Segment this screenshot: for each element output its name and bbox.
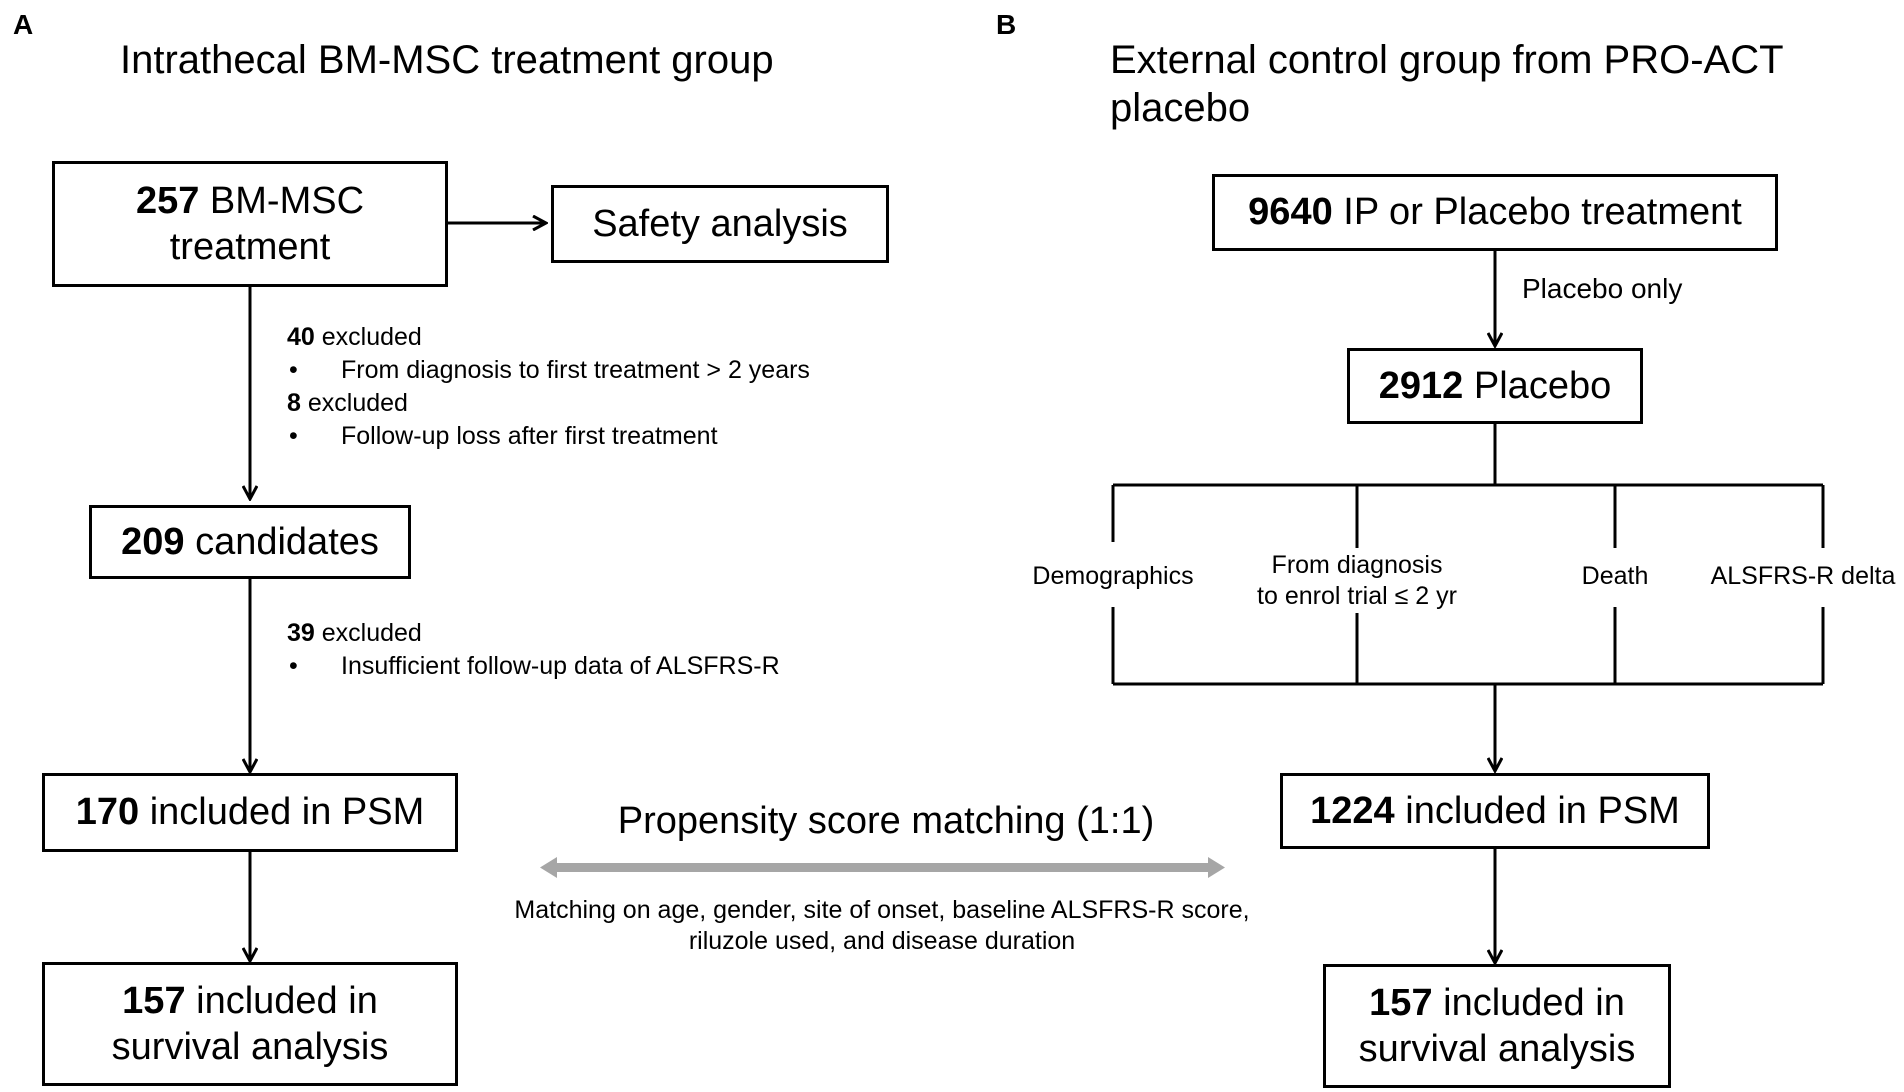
box-survival-a: 157 included in survival analysis [42, 962, 458, 1086]
box-survival-b: 157 included in survival analysis [1323, 964, 1671, 1088]
excluded-text-1: excluded [321, 323, 422, 351]
candidates-count: 209 [121, 520, 185, 563]
excluded-count-8: 8 [287, 389, 301, 417]
box-psm-a: 170 included in PSM [42, 773, 458, 852]
excluded-count-39: 39 [287, 619, 315, 647]
exclusion-note-1: 40 excluded •From diagnosis to first tre… [287, 323, 810, 450]
bm-msc-label-2: treatment [169, 226, 331, 268]
psm-a-count: 170 [75, 791, 140, 834]
ip-placebo-label: IP or Placebo treatment [1343, 191, 1742, 234]
matching-detail-line2: riluzole used, and disease duration [688, 927, 1076, 955]
matching-detail-line1: Matching on age, gender, site of onset, … [514, 896, 1250, 924]
placebo-only-label: Placebo only [1522, 273, 1683, 304]
placebo-label: Placebo [1473, 364, 1612, 407]
box-candidates: 209 candidates [89, 505, 411, 579]
criterion-alsfrs-delta: ALSFRS-R delta [1710, 562, 1896, 590]
ip-placebo-count: 9640 [1248, 191, 1333, 234]
survival-b-count: 157 [1369, 981, 1433, 1024]
matching-double-arrow [540, 857, 1225, 878]
criterion-diagnosis-line2: to enrol trial ≤ 2 yr [1257, 582, 1457, 610]
survival-a-label-1: included in [196, 979, 378, 1022]
panel-letter-b: B [996, 9, 1017, 40]
survival-b-label-1: included in [1443, 981, 1625, 1024]
psm-b-count: 1224 [1310, 789, 1395, 832]
panel-b-title-line2: placebo [1110, 86, 1251, 130]
excluded-text-3: excluded [321, 619, 422, 647]
panel-b-title: External control group from PRO-ACT plac… [1110, 36, 1784, 132]
box-safety-analysis: Safety analysis [551, 185, 889, 263]
excluded-text-2: excluded [307, 389, 408, 417]
box-ip-or-placebo: 9640 IP or Placebo treatment [1212, 174, 1778, 251]
panel-letter-a: A [13, 9, 34, 40]
exclusion-note-2: 39 excluded •Insufficient follow-up data… [287, 619, 780, 680]
criterion-death: Death [1581, 562, 1649, 590]
bm-msc-label-1: BM-MSC [209, 179, 365, 222]
matching-detail: Matching on age, gender, site of onset, … [514, 895, 1249, 957]
placebo-count: 2912 [1378, 364, 1464, 407]
psm-b-label: included in PSM [1405, 789, 1680, 832]
criterion-diagnosis-line1: From diagnosis [1271, 551, 1443, 579]
excluded-count-40: 40 [287, 323, 315, 351]
candidates-label: candidates [195, 520, 379, 563]
box-placebo: 2912 Placebo [1347, 348, 1643, 424]
criterion-demographics: Demographics [1032, 562, 1194, 590]
survival-a-count: 157 [122, 979, 186, 1022]
psm-a-label: included in PSM [149, 791, 425, 834]
exclusion-reason-3: Insufficient follow-up data of ALSFRS-R [341, 652, 780, 680]
survival-a-label-2: survival analysis [111, 1026, 389, 1068]
survival-b-label-2: survival analysis [1358, 1028, 1636, 1070]
matching-title: Propensity score matching (1:1) [617, 800, 1155, 842]
safety-label: Safety analysis [592, 202, 848, 245]
criterion-diagnosis-window: From diagnosis to enrol trial ≤ 2 yr [1257, 550, 1457, 612]
box-bm-msc-treatment: 257 BM-MSC treatment [52, 161, 448, 287]
bm-msc-count: 257 [135, 179, 200, 222]
exclusion-reason-1: From diagnosis to first treatment > 2 ye… [341, 356, 810, 384]
panel-b-title-line1: External control group from PRO-ACT [1110, 38, 1784, 82]
box-psm-b: 1224 included in PSM [1280, 773, 1710, 849]
panel-a-title: Intrathecal BM-MSC treatment group [120, 38, 774, 82]
exclusion-reason-2: Follow-up loss after first treatment [341, 422, 718, 450]
